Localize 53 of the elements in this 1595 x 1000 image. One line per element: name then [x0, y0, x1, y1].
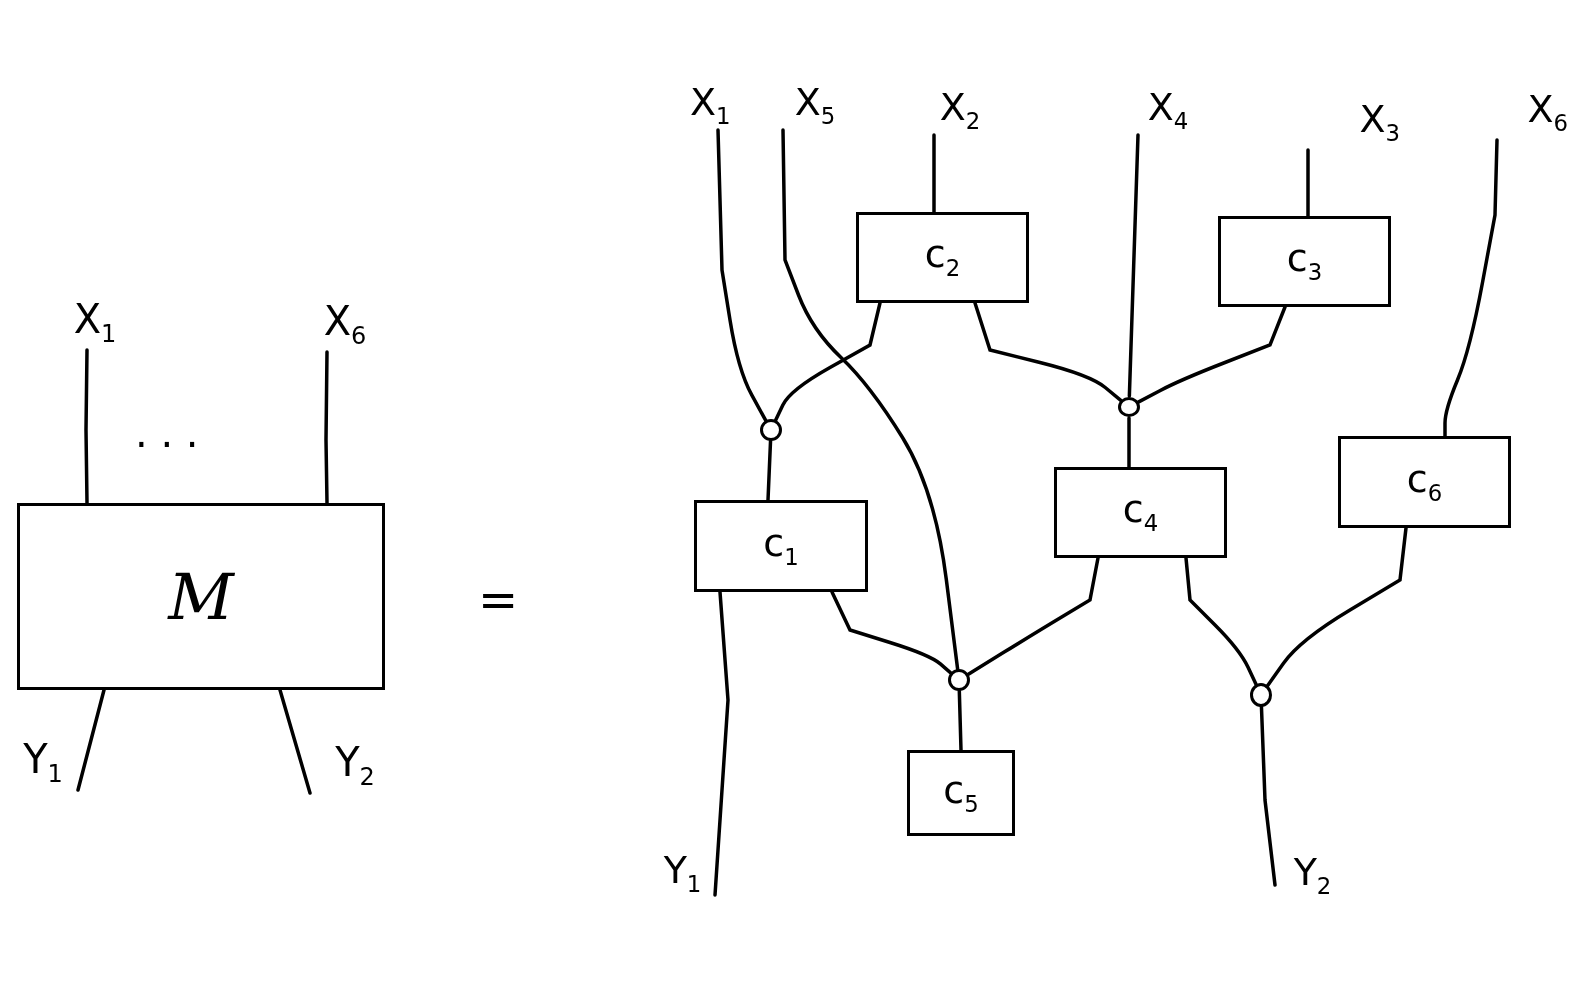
- box-label: c$_{6}$: [1406, 459, 1443, 505]
- ellipsis: · · ·: [135, 425, 199, 465]
- wire: [830, 590, 953, 675]
- wire-label: Y$_{2}$: [1275, 850, 1350, 900]
- wire-label: X$_{6}$: [1488, 85, 1568, 140]
- wire-label: X$_{3}$: [1300, 95, 1400, 150]
- process-box: [694, 500, 868, 592]
- wire: [932, 133, 936, 214]
- wire-label: Y$_{1}$: [650, 848, 715, 898]
- wire-label: X$_{5}$: [775, 80, 855, 130]
- wire: [1127, 133, 1140, 398]
- wire: [957, 689, 963, 752]
- wire-label: X$_{4}$: [1128, 85, 1208, 135]
- wire: [966, 556, 1100, 676]
- wire-label: X$_{2}$: [920, 85, 1000, 135]
- equals-sign: =: [478, 575, 519, 623]
- process-box: [856, 212, 1029, 303]
- wire: [1443, 138, 1499, 438]
- box-label: M: [168, 564, 234, 629]
- wire: [76, 688, 106, 792]
- wire: [781, 128, 960, 671]
- wire: [766, 439, 773, 502]
- junction-circle: [1118, 397, 1140, 417]
- box-label: c$_{2}$: [924, 235, 961, 280]
- wire-label: Y$_{1}$: [8, 735, 78, 790]
- junction-circle: [948, 669, 970, 691]
- wire: [716, 128, 768, 423]
- wire: [713, 590, 730, 897]
- wire-label: X$_{6}$: [305, 297, 385, 352]
- junction-circle: [1250, 683, 1272, 707]
- box-label: c$_{1}$: [763, 523, 799, 569]
- process-box: [1338, 436, 1511, 528]
- wire: [1265, 526, 1408, 688]
- wire: [1306, 148, 1310, 218]
- box-label: c$_{5}$: [943, 770, 979, 816]
- process-box: [1218, 216, 1391, 307]
- wire: [278, 688, 312, 795]
- wire-label: Y$_{2}$: [310, 738, 400, 793]
- box-label: c$_{3}$: [1286, 239, 1323, 284]
- wire: [773, 301, 882, 422]
- box-label: c$_{4}$: [1122, 490, 1159, 535]
- wire: [84, 348, 89, 505]
- process-box: [907, 750, 1015, 836]
- process-box: [1054, 467, 1227, 558]
- junction-circle: [760, 419, 782, 441]
- wire: [324, 350, 329, 505]
- process-box: [17, 503, 385, 690]
- wire: [1184, 556, 1259, 687]
- wire-label: X$_{1}$: [690, 80, 750, 130]
- wire: [1127, 416, 1131, 469]
- wire: [973, 301, 1123, 402]
- wire: [1136, 305, 1287, 404]
- wire-label: X$_{1}$: [55, 295, 135, 350]
